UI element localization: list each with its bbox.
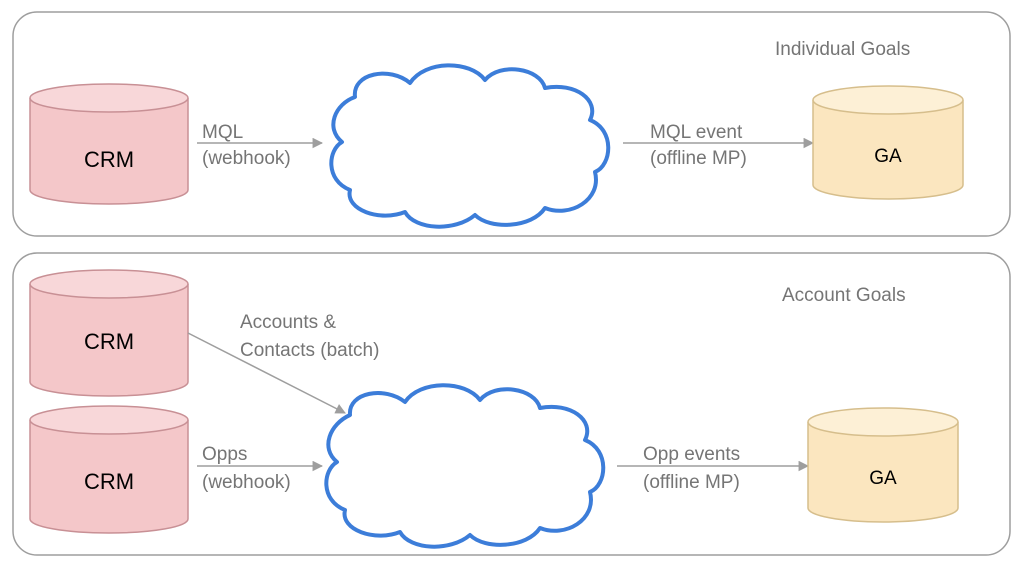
opp-events-label: Opp events (offline MP) bbox=[643, 444, 745, 493]
crm-accounts-label: CRM bbox=[84, 329, 134, 354]
mql-webhook-label-line-1: MQL bbox=[202, 122, 243, 143]
accounts-contacts-batch-label: Accounts & Contacts (batch) bbox=[240, 312, 379, 361]
opps-webhook-label-line-1: Opps bbox=[202, 444, 247, 465]
ga-accounts-database: GA bbox=[807, 407, 959, 523]
mql-webhook-label-line-2: (webhook) bbox=[202, 148, 291, 169]
accounts-contacts-batch-label-line-1: Accounts & bbox=[240, 312, 336, 333]
mql-event-label: MQL event (offline MP) bbox=[650, 122, 748, 169]
accounts-contacts-batch-label-line-2: Contacts (batch) bbox=[240, 340, 379, 361]
processing-cloud bbox=[329, 63, 611, 229]
opp-events-label-line-1: Opp events bbox=[643, 444, 740, 465]
ga-accounts-label: GA bbox=[869, 468, 897, 489]
crm-opps-database: CRM bbox=[29, 405, 189, 534]
crm-accounts-database: CRM bbox=[29, 269, 189, 397]
accounts-contacts-batch-arrow bbox=[187, 332, 346, 414]
mql-event-label-line-1: MQL event bbox=[650, 122, 743, 143]
opp-events-label-line-2: (offline MP) bbox=[643, 472, 740, 493]
crm-opps-label: CRM bbox=[84, 469, 134, 494]
opps-webhook-label: Opps (webhook) bbox=[202, 444, 291, 493]
opps-webhook-label-line-2: (webhook) bbox=[202, 472, 291, 493]
individual-goals-title: Individual Goals bbox=[775, 39, 910, 60]
ga-label: GA bbox=[874, 146, 902, 167]
account-goals-title: Account Goals bbox=[782, 285, 906, 306]
processing-cloud-accounts bbox=[324, 383, 606, 549]
ga-database: GA bbox=[812, 85, 964, 200]
mql-event-label-line-2: (offline MP) bbox=[650, 148, 747, 169]
mql-webhook-label: MQL (webhook) bbox=[202, 122, 291, 169]
crm-label: CRM bbox=[84, 147, 134, 172]
crm-database: CRM bbox=[29, 83, 189, 205]
